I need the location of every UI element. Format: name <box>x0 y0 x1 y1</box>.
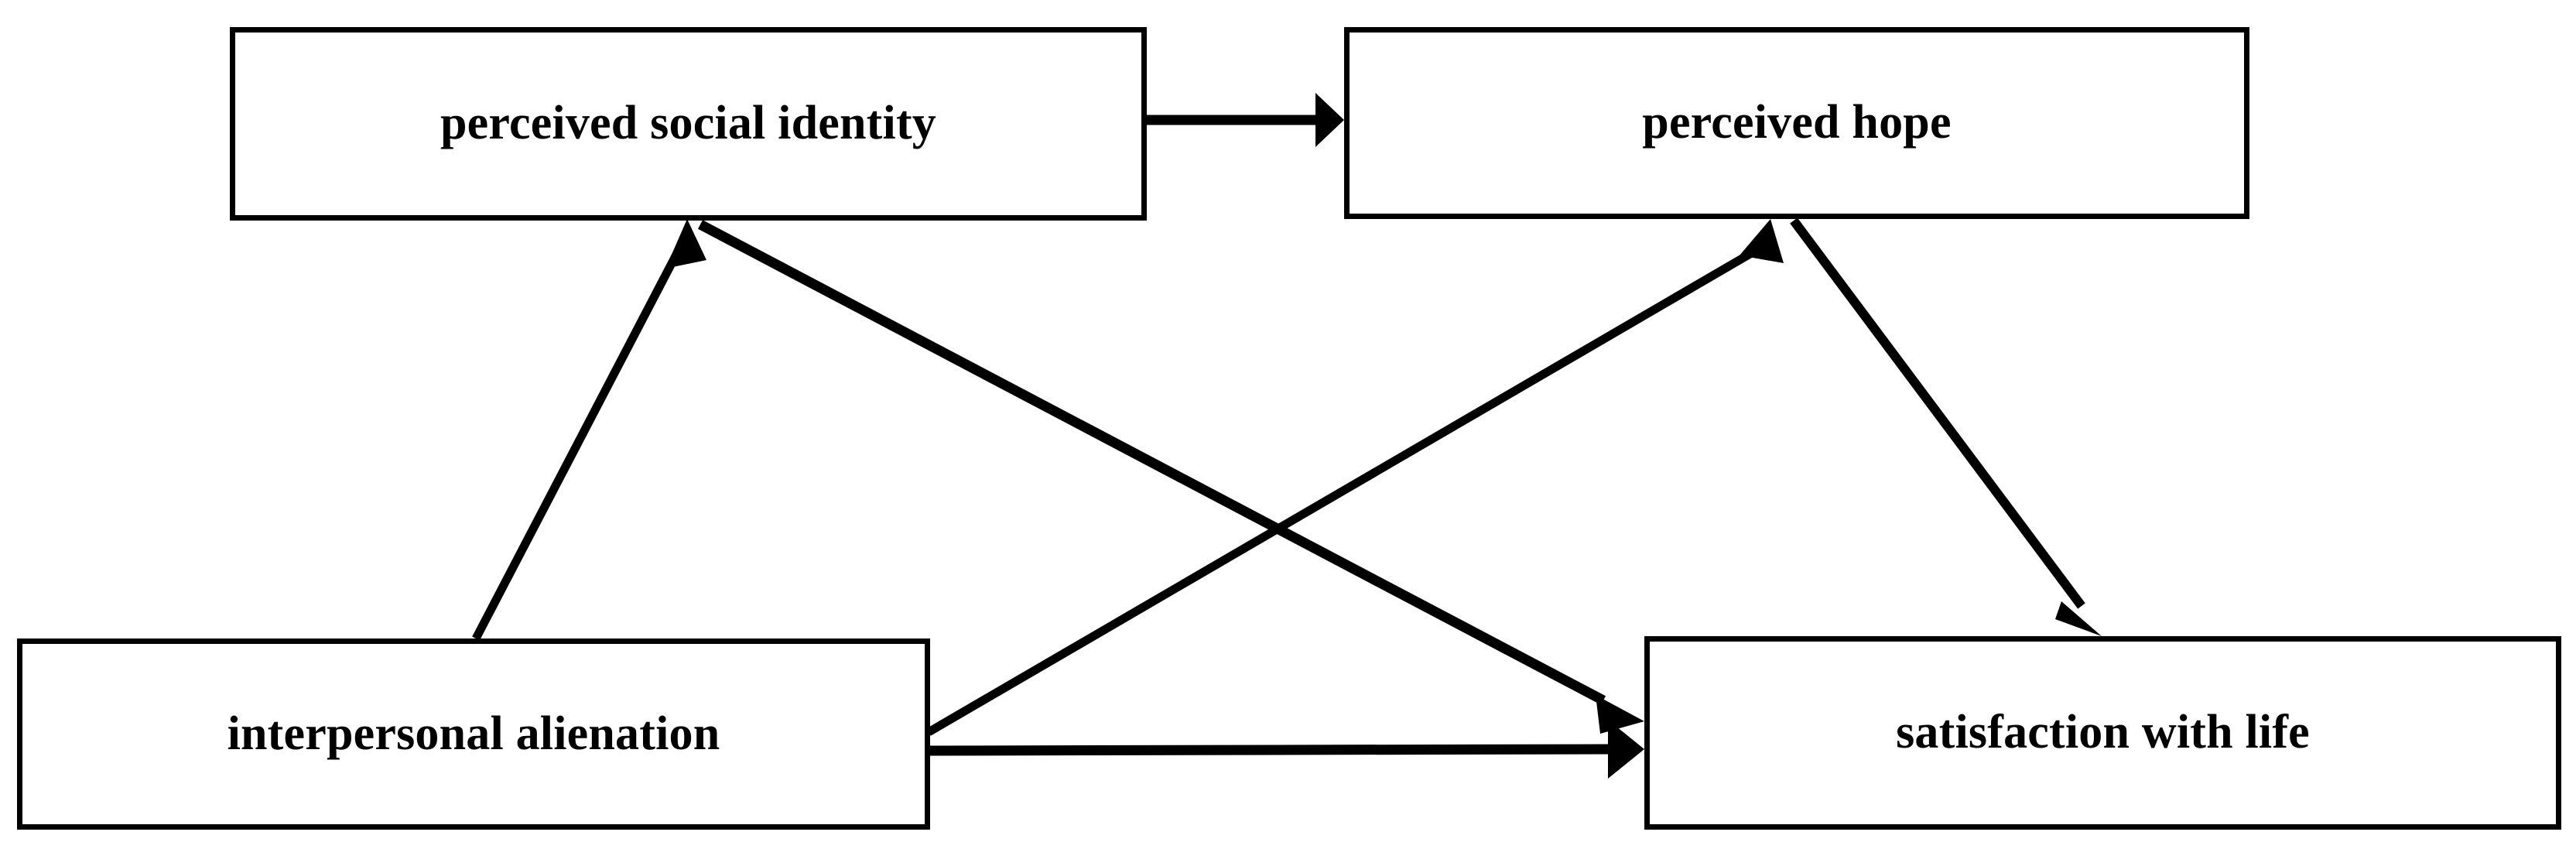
node-label: perceived social identity <box>440 97 936 150</box>
arrowhead-icon <box>2055 601 2102 636</box>
edge-line <box>697 220 1606 705</box>
edge-line <box>1790 217 2085 609</box>
edge-alienation-to-life <box>928 720 1644 779</box>
node-label: perceived hope <box>1642 96 1952 149</box>
node-perceived-social-identity[interactable]: perceived social identity <box>230 27 1147 221</box>
arrowhead-icon <box>665 219 706 269</box>
node-satisfaction-with-life[interactable]: satisfaction with life <box>1644 636 2561 830</box>
arrowhead-icon <box>1596 695 1644 734</box>
node-label: satisfaction with life <box>1896 706 2310 759</box>
node-interpersonal-alienation[interactable]: interpersonal alienation <box>17 638 930 830</box>
edge-line <box>928 744 1612 756</box>
edge-line <box>926 245 1760 736</box>
node-perceived-hope[interactable]: perceived hope <box>1344 27 2249 219</box>
arrowhead-icon <box>1740 219 1784 263</box>
edge-identity-to-hope <box>1147 93 1344 147</box>
arrowhead-icon <box>1608 720 1644 779</box>
edge-identity-to-life <box>697 220 1644 734</box>
arrowhead-icon <box>1315 93 1344 147</box>
edge-alienation-to-identity <box>472 219 706 641</box>
edge-alienation-to-hope <box>926 219 1784 736</box>
node-label: interpersonal alienation <box>227 707 720 760</box>
edge-hope-to-life <box>1790 217 2102 636</box>
edge-line <box>472 249 682 641</box>
